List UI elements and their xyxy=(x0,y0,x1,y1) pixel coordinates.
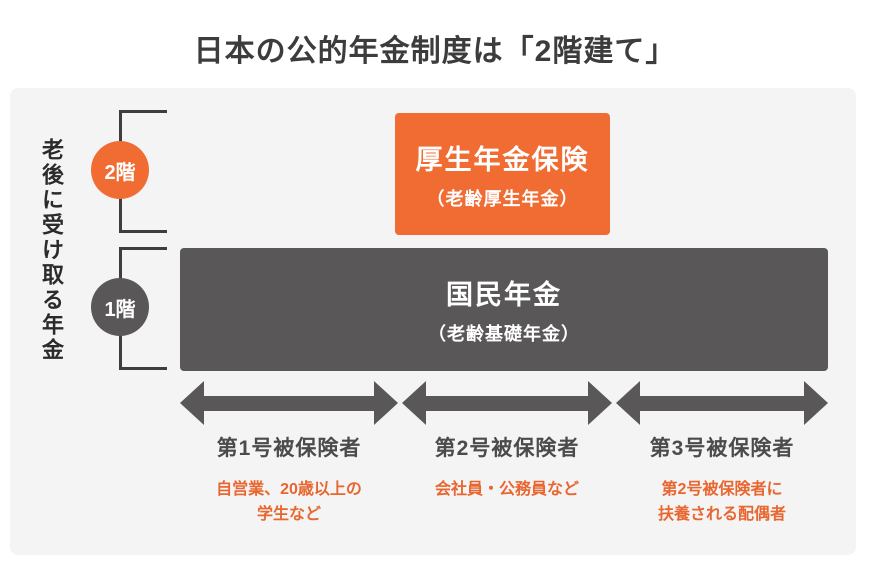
kosei-nenkin-title: 厚生年金保険 xyxy=(415,144,590,175)
insured-category-2: 第2号被保険者 会社員・公務員など xyxy=(402,432,612,503)
arrow-left-head-icon xyxy=(180,381,204,425)
floor2-badge: 2階 xyxy=(91,141,149,199)
floor1-badge: 1階 xyxy=(91,278,149,336)
arrow-left-head-icon xyxy=(402,381,426,425)
floor1-badge-label: 1階 xyxy=(104,298,136,321)
arrow-right-head-icon xyxy=(588,381,612,425)
double-arrow-icon xyxy=(402,381,612,425)
double-arrow-icon xyxy=(616,381,828,425)
floor2-badge-label: 2階 xyxy=(104,161,136,184)
side-axis-label: 老後に受け取る年金 xyxy=(39,138,64,363)
insured-category-1: 第1号被保険者 自営業、20歳以上の 学生など xyxy=(180,432,398,528)
kosei-nenkin-subtitle: （老齢厚生年金） xyxy=(426,188,579,209)
double-arrow-icon xyxy=(180,381,398,425)
insured-category-3: 第3号被保険者 第2号被保険者に 扶養される配偶者 xyxy=(616,432,828,528)
arrow-shaft xyxy=(204,395,374,411)
arrow-shaft xyxy=(640,395,804,411)
page-title: 日本の公的年金制度は「2階建て」 xyxy=(193,35,677,68)
arrow-left-head-icon xyxy=(616,381,640,425)
kokumin-nenkin-title: 国民年金 xyxy=(446,280,562,310)
arrow-shaft xyxy=(426,395,588,411)
arrow-right-head-icon xyxy=(374,381,398,425)
insured-category-description: 自営業、20歳以上の 学生など xyxy=(216,481,362,523)
insured-category-description: 会社員・公務員など xyxy=(434,481,579,498)
insured-category-label: 第1号被保険者 xyxy=(216,437,362,460)
kosei-nenkin-box: 厚生年金保険 （老齢厚生年金） xyxy=(395,113,610,235)
arrow-right-head-icon xyxy=(804,381,828,425)
kokumin-nenkin-subtitle: （老齢基礎年金） xyxy=(428,324,580,344)
kokumin-nenkin-box: 国民年金 （老齢基礎年金） xyxy=(180,248,828,371)
insured-category-description: 第2号被保険者に 扶養される配偶者 xyxy=(657,481,786,523)
insured-category-label: 第3号被保険者 xyxy=(649,437,795,460)
insured-category-label: 第2号被保険者 xyxy=(434,437,580,460)
